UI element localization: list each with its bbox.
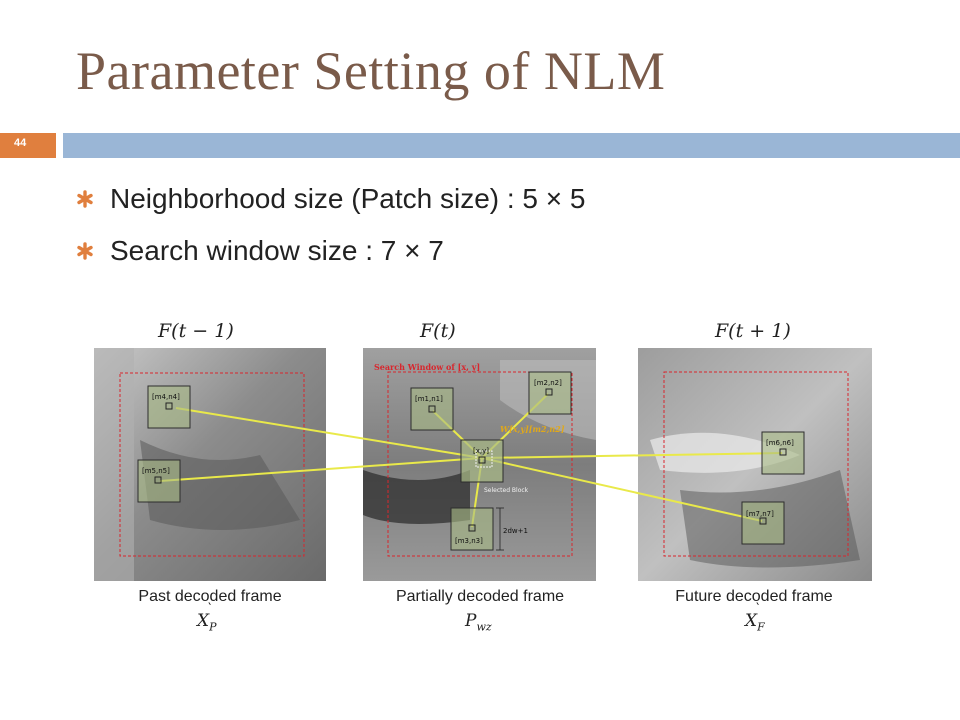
caption-future: Future decoded frame — [675, 588, 833, 605]
page-number: 44 — [14, 137, 27, 149]
asterisk-bullet-icon — [77, 190, 93, 208]
frame-label-current: F(t) — [420, 320, 456, 342]
patch-label: [m3,n3] — [455, 537, 483, 545]
bullet-item: Neighborhood size (Patch size) : 5 × 5 — [76, 183, 585, 215]
patch-label: [m1,n1] — [415, 395, 443, 403]
symbol-current: Pwz — [465, 611, 492, 634]
search-window-label: Search Window of [x, y] — [374, 362, 480, 372]
patch-label: [m7,n7] — [746, 510, 774, 518]
patch-label: [x,y] — [473, 447, 489, 455]
patches — [137, 371, 805, 551]
bullet-text: Search window size : 7 × 7 — [110, 235, 444, 266]
patch-label: [m2,n2] — [534, 379, 562, 387]
size-label: 2dw+1 — [503, 527, 528, 535]
symbol-future: XF` — [745, 602, 765, 634]
frame-label-future: F(t + 1) — [715, 320, 791, 342]
patch-label: [m4,n4] — [152, 393, 180, 401]
future-frame-image — [638, 348, 872, 581]
selected-block-label: Selected Block — [484, 487, 529, 494]
bullet-item: Search window size : 7 × 7 — [76, 235, 444, 267]
past-frame-image — [94, 348, 326, 581]
weight-label: W[x,y][m2,n2] — [500, 424, 565, 434]
header-bar — [63, 133, 960, 158]
patch-label: [m5,n5] — [142, 467, 170, 475]
patch-label: [m6,n6] — [766, 439, 794, 447]
caption-past: Past decoded frame — [138, 588, 282, 605]
frame-label-past: F(t − 1) — [158, 320, 234, 342]
page-number-box: 44 — [0, 133, 56, 158]
bullet-text: Neighborhood size (Patch size) : 5 × 5 — [110, 183, 586, 214]
asterisk-bullet-icon — [77, 242, 93, 260]
size-bracket — [496, 507, 504, 551]
caption-current: Partially decoded frame — [395, 588, 565, 605]
symbol-past: XP` — [197, 602, 217, 634]
slide-title: Parameter Setting of NLM — [76, 41, 666, 101]
